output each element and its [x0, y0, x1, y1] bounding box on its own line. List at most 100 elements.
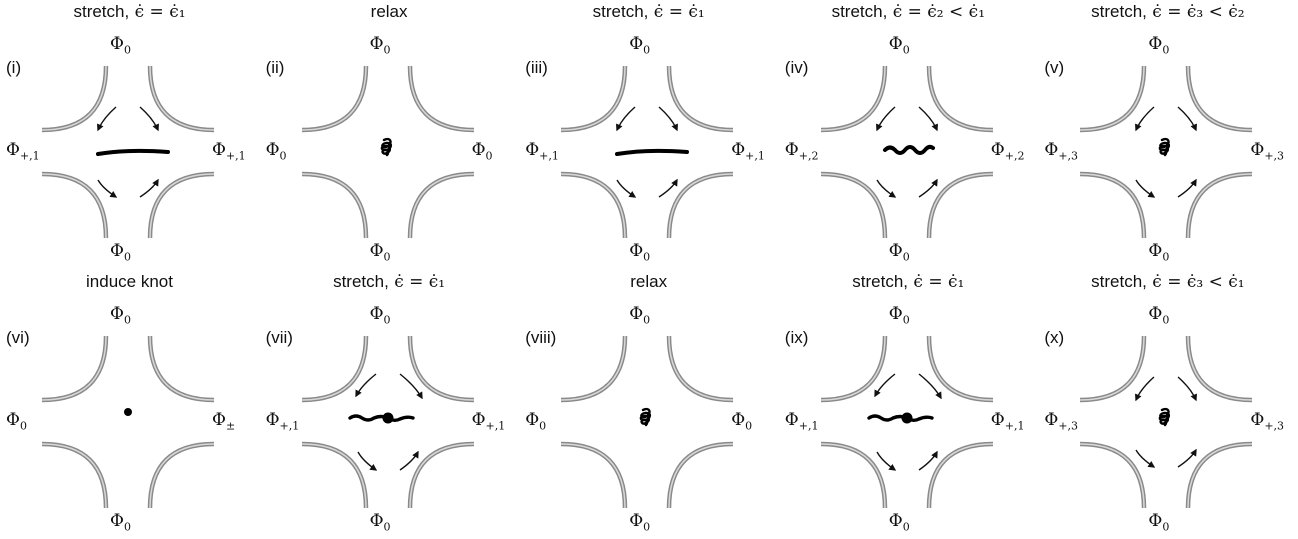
phi-subscript: 0 [643, 43, 651, 57]
phi-symbol: Φ [629, 34, 644, 54]
panel-label: (vi) [6, 327, 30, 347]
phi-subscript: +,3 [1058, 418, 1079, 432]
channel-wall-highlight [1187, 442, 1253, 508]
phi-symbol: Φ [888, 241, 903, 261]
phi-subscript: 0 [383, 250, 391, 264]
channel-wall [561, 65, 628, 133]
phi-subscript: +,3 [1264, 418, 1285, 432]
phi-symbol: Φ [629, 510, 644, 531]
channel-wall-highlight [149, 65, 215, 131]
cross-slot-diagram [561, 65, 734, 239]
flow-arrow [918, 372, 942, 399]
flow-arrow [918, 178, 938, 198]
flow-arrow [399, 450, 419, 471]
panel-title-word: stretch, [852, 271, 909, 291]
flow-arrow [1178, 178, 1198, 198]
flow-arrow [356, 451, 377, 471]
phi-subscript: 0 [279, 149, 287, 163]
channel-wall-highlight [41, 442, 107, 508]
phi-label-bottom: Φ0 [110, 241, 131, 263]
panel-title-math: ϵ̇ = ϵ̇₁ [129, 2, 186, 22]
phi-label-left: Φ+,1 [266, 410, 300, 432]
channel-wall-highlight [820, 173, 886, 239]
phi-label-right: Φ+,3 [1250, 410, 1284, 432]
channel-wall [1186, 335, 1253, 402]
phi-symbol: Φ [369, 510, 384, 531]
phi-symbol: Φ [110, 303, 124, 324]
channel-wall [666, 335, 734, 402]
panel-label: (x) [1044, 327, 1065, 347]
phi-subscript: +,1 [798, 418, 819, 432]
channel-wall-highlight [408, 65, 474, 131]
flow-arrow [139, 178, 159, 198]
coiled-polymer [380, 137, 392, 157]
phi-label-bottom: Φ0 [629, 241, 650, 263]
phi-label-bottom: Φ0 [1148, 511, 1169, 533]
channel-wall [41, 441, 109, 508]
panel-title: stretch, ϵ̇ = ϵ̇₂ < ϵ̇₁ [779, 2, 1038, 22]
cross-slot-diagram [41, 335, 215, 508]
phi-label-top: Φ0 [889, 34, 910, 56]
stretched-polymer [96, 148, 170, 156]
channel-wall [1080, 171, 1147, 239]
stretched-knotted-polymer [867, 413, 934, 422]
channel-wall [1080, 335, 1147, 402]
channel-wall-highlight [1187, 173, 1253, 239]
panel-title: stretch, ϵ̇ = ϵ̇₁ [519, 2, 778, 22]
channel-wall [820, 171, 888, 239]
panel-label: (v) [1044, 58, 1065, 77]
channel-wall [820, 441, 888, 508]
channel-wall-highlight [301, 335, 367, 401]
panel-label: (vii) [265, 327, 293, 347]
phi-label-top: Φ0 [889, 304, 910, 326]
flow-arrow [1135, 449, 1156, 468]
channel-wall-highlight [301, 65, 367, 131]
phi-symbol: Φ [110, 241, 124, 261]
cross-slot-diagram [1080, 65, 1253, 239]
channel-wall [301, 441, 368, 508]
phi-label-left: Φ+,3 [1044, 140, 1078, 162]
panel-label: (viii) [525, 327, 557, 347]
channel-wall-highlight [301, 442, 367, 508]
phi-symbol: Φ [1250, 140, 1265, 160]
phi-label-left: Φ+,1 [785, 410, 819, 432]
channel-wall [561, 335, 628, 402]
phi-symbol: Φ [629, 241, 644, 261]
channel-wall [1186, 65, 1253, 133]
channel-wall-highlight [41, 173, 107, 239]
phi-label-right: Φ+,1 [731, 140, 765, 162]
phi-label-bottom: Φ0 [370, 241, 391, 263]
phi-symbol: Φ [1148, 34, 1163, 54]
channel-wall [561, 171, 628, 239]
phi-subscript: ± [225, 418, 236, 432]
stretched-polymer [615, 148, 690, 156]
phi-symbol: Φ [471, 409, 486, 430]
channel-wall-highlight [41, 65, 107, 131]
flow-arrow [97, 179, 118, 198]
channel-wall-highlight [668, 173, 734, 239]
channel-wall-highlight [820, 65, 886, 131]
phi-symbol: Φ [212, 409, 226, 430]
channel-wall-highlight [928, 65, 993, 131]
phi-label-top: Φ0 [370, 304, 391, 326]
coiled-polymer [1159, 407, 1171, 426]
panel-title: stretch, ϵ̇ = ϵ̇₁ [779, 272, 1038, 292]
phi-label-right: Φ0 [472, 140, 493, 162]
phi-label-right: Φ+,1 [991, 410, 1025, 432]
flow-arrow [1178, 448, 1198, 468]
phi-subscript: 0 [123, 250, 131, 264]
phi-symbol: Φ [1148, 303, 1163, 324]
panel-title-math: ϵ̇ = ϵ̇₃ < ϵ̇₁ [1146, 271, 1245, 292]
panel-label: (ix) [784, 327, 809, 347]
phi-subscript: +,1 [539, 149, 559, 163]
channel-wall [407, 441, 474, 508]
channel-wall [407, 65, 474, 133]
wavy-polymer [882, 144, 935, 155]
panel-title-word: stretch, [592, 2, 649, 21]
cross-slot-diagram [820, 335, 993, 508]
channel-wall-highlight [668, 65, 734, 131]
channel-wall-highlight [668, 335, 734, 401]
phi-symbol: Φ [784, 140, 799, 160]
panel-title-word: stretch, [831, 2, 888, 21]
